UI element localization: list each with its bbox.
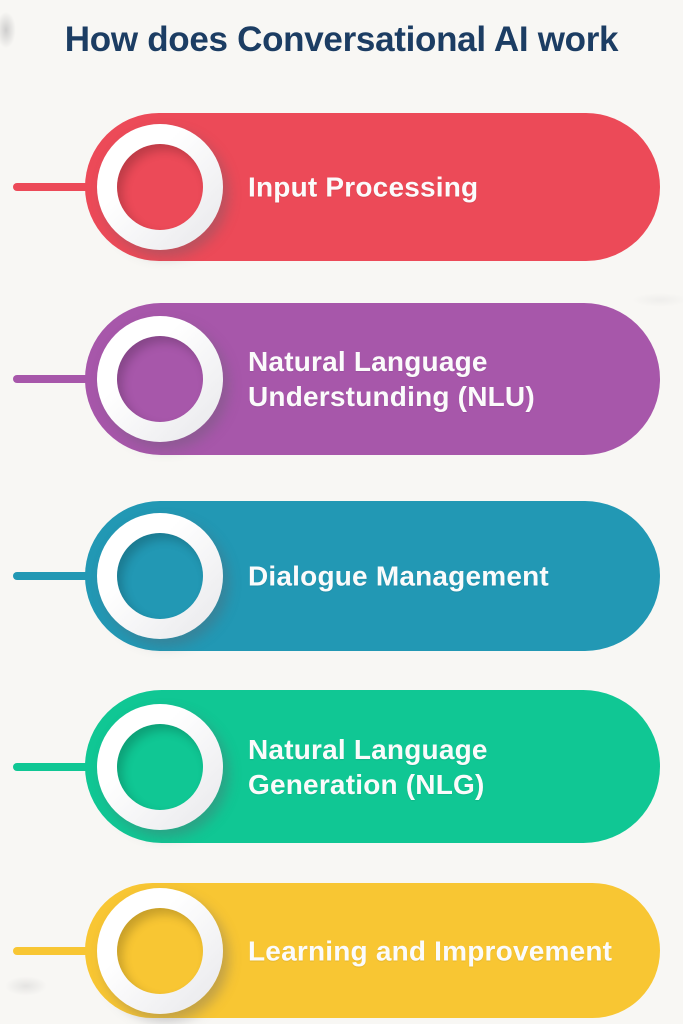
step-label: Learning and Improvement bbox=[248, 935, 613, 966]
connector-line bbox=[13, 375, 91, 383]
step-row-input-processing: Input Processing bbox=[0, 113, 683, 261]
ring-hole bbox=[117, 907, 203, 994]
step-row-learning-improvement: Learning and Improvement bbox=[0, 883, 683, 1018]
ring-hole bbox=[117, 336, 203, 422]
ring-hole bbox=[117, 144, 203, 230]
ring-icon bbox=[97, 124, 223, 250]
step-pill: Natural Language Generation (NLG) bbox=[85, 690, 660, 843]
connector-line bbox=[13, 762, 91, 771]
step-label: Dialogue Management bbox=[248, 560, 549, 592]
ring-icon bbox=[97, 316, 223, 442]
ring-hole bbox=[117, 723, 203, 810]
connector-line bbox=[13, 572, 91, 580]
step-pill: Learning and Improvement bbox=[85, 883, 660, 1018]
step-label: Natural Language Generation (NLG) bbox=[248, 733, 488, 800]
ring-hole bbox=[117, 533, 203, 619]
ring-icon bbox=[97, 703, 223, 830]
connector-line bbox=[13, 183, 91, 191]
step-row-nlg: Natural Language Generation (NLG) bbox=[0, 690, 683, 843]
step-row-nlu: Natural Language Understunding (NLU) bbox=[0, 303, 683, 455]
step-label: Natural Language Understunding (NLU) bbox=[248, 346, 535, 412]
step-label: Input Processing bbox=[248, 171, 479, 203]
page-title: How does Conversational AI work bbox=[64, 20, 619, 59]
ring-icon bbox=[97, 887, 223, 1014]
connector-line bbox=[13, 946, 91, 955]
step-pill: Dialogue Management bbox=[85, 501, 660, 651]
step-pill: Input Processing bbox=[85, 113, 660, 261]
step-pill: Natural Language Understunding (NLU) bbox=[85, 303, 660, 455]
ring-icon bbox=[97, 513, 223, 639]
step-row-dialogue-management: Dialogue Management bbox=[0, 501, 683, 651]
